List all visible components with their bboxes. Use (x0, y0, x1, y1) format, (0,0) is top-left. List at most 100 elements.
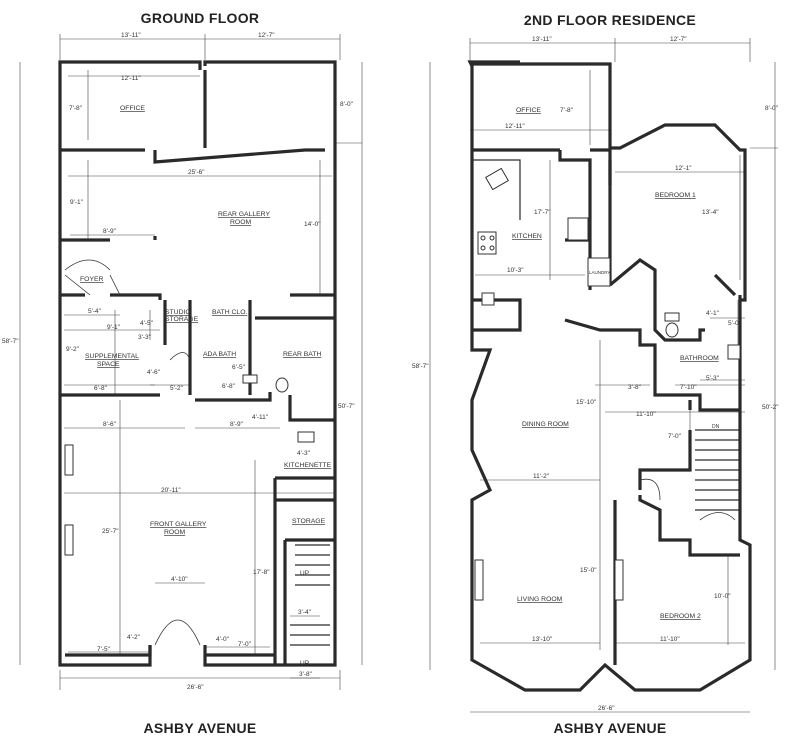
dim-label: 50'-2" (762, 404, 779, 411)
supplemental-label-1: SUPPLEMENTAL (85, 353, 139, 360)
dim-label: 11'-2" (533, 473, 550, 480)
stairs-up-label-1: UP (300, 570, 309, 577)
stove-icon (477, 231, 497, 255)
kitchenette-label: KITCHENETTE (284, 462, 332, 469)
ground-dimension-labels: 13'-11" 12'-7" 12'-11" 7'-8" 8'-0" 25'-6… (2, 32, 355, 691)
dim-label: 12'-11" (121, 75, 141, 82)
dining-room-label: DINING ROOM (522, 421, 569, 428)
foyer-label: FOYER (80, 276, 104, 283)
second-dimension-lines (429, 38, 778, 713)
dim-label: 4'-2" (127, 634, 141, 641)
dim-label: 17'-7" (534, 209, 551, 216)
dim-label: 7'-8" (69, 105, 83, 112)
dim-label: 13'-4" (702, 209, 719, 216)
second-doors-fixtures (472, 159, 741, 601)
kitchen-label: KITCHEN (512, 233, 542, 240)
toilet-bowl-icon (665, 322, 679, 338)
stairs-icon (695, 429, 740, 511)
dim-label: 13'-10" (532, 636, 553, 643)
dim-label: 4'-6" (147, 369, 161, 376)
dim-label: 50'-7" (338, 403, 355, 410)
dim-label: 10'-3" (507, 267, 524, 274)
bathroom-label: BATHROOM (680, 355, 719, 362)
dim-label: 9'-1" (107, 324, 121, 331)
dim-label: 12'-1" (675, 165, 692, 172)
stairs-up-label-2: UP (300, 660, 309, 667)
dim-label: 20'-11" (161, 487, 181, 494)
studio-storage-label-1: STUDIO (165, 309, 191, 316)
dim-label: 3'-4" (298, 609, 312, 616)
dim-label: 11'-10" (636, 411, 656, 418)
second-floor-title: 2ND FLOOR RESIDENCE (523, 12, 697, 28)
dim-label: 58'-7" (2, 338, 19, 345)
dim-label: 13'-11" (532, 36, 552, 43)
ground-street-label: ASHBY AVENUE (143, 720, 257, 736)
dim-label: 4'-10" (171, 576, 188, 583)
rear-gallery-label-2: ROOM (230, 219, 251, 226)
second-street-label: ASHBY AVENUE (553, 720, 667, 736)
bath-closet-label: BATH CLO. (212, 309, 247, 316)
dim-label: 8'-9" (103, 228, 117, 235)
dim-label: 5'-2" (170, 385, 184, 392)
living-room-label: LIVING ROOM (517, 596, 563, 603)
ground-doors-fixtures (64, 259, 330, 646)
ground-office-label: OFFICE (120, 105, 145, 112)
dim-label: 4'-0" (216, 636, 230, 643)
fridge-icon (481, 292, 495, 306)
toilet-icon (664, 312, 680, 322)
dim-label: 12'-7" (258, 32, 275, 39)
second-dimension-labels: 13'-11" 12'-7" 7'-8" 12'-11" 8'-0" 12'-1… (412, 36, 779, 712)
sink-icon (297, 431, 315, 443)
dim-label: 12'-7" (670, 36, 687, 43)
dim-label: 4'-11" (252, 414, 269, 421)
second-interior-walls (472, 148, 742, 665)
dim-label: 58'-7" (412, 363, 429, 370)
dim-label: 26'-6" (598, 705, 615, 712)
bath-sink-icon (727, 344, 741, 360)
dim-label: 17'-8" (253, 569, 270, 576)
dim-label: 6'-8" (94, 385, 108, 392)
ground-interior-walls (60, 70, 335, 665)
dim-label: 5'-3" (706, 375, 720, 382)
dim-label: 7'-8" (560, 107, 574, 114)
dim-label: 4'-3" (297, 450, 311, 457)
dim-label: 8'-6" (103, 421, 117, 428)
laundry-label: LAUNDRY (589, 270, 610, 275)
dim-label: 6'-8" (222, 383, 236, 390)
dim-label: 3'-3" (138, 334, 152, 341)
dim-label: 26'-6" (187, 684, 204, 691)
dim-label: 6'-5" (232, 364, 246, 371)
dim-label: 12'-11" (505, 123, 525, 130)
rear-gallery-label-1: REAR GALLERY (218, 211, 270, 218)
dim-label: 9'-1" (70, 199, 84, 206)
dim-label: 7'-0" (668, 433, 682, 440)
studio-storage-label-2: STORAGE (165, 316, 199, 323)
bedroom-2-label: BEDROOM 2 (660, 613, 701, 620)
dim-label: 5'-0" (728, 320, 742, 327)
dim-label: 25'-6" (188, 169, 205, 176)
dim-label: 8'-9" (230, 421, 244, 428)
dim-label: 11'-10" (660, 636, 680, 643)
dim-label: 8'-0" (765, 105, 779, 112)
second-exterior-walls (467, 60, 752, 692)
dim-label: 25'-7" (102, 528, 119, 535)
ground-dimension-lines (19, 34, 363, 690)
stairs-down-label: DN (712, 424, 720, 430)
dim-label: 7'-10" (680, 384, 697, 391)
dim-label: 3'-8" (628, 384, 642, 391)
toilet-bowl-icon (275, 377, 289, 393)
dim-label: 8'-0" (340, 101, 354, 108)
ada-bath-label: ADA BATH (203, 351, 236, 358)
dim-label: 7'-0" (238, 641, 252, 648)
dim-label: 7'-5" (97, 646, 111, 653)
dim-label: 9'-2" (66, 346, 80, 353)
ground-floor-title: GROUND FLOOR (140, 10, 260, 26)
toilet-icon (242, 374, 258, 384)
second-room-labels: OFFICE BEDROOM 1 KITCHEN LAUNDRY BATHROO… (512, 107, 720, 620)
laundry-icon (587, 257, 611, 287)
dim-label: 4'-1" (706, 310, 720, 317)
rear-bath-label: REAR BATH (283, 351, 321, 358)
dim-label: 5'-4" (88, 308, 102, 315)
second-office-label: OFFICE (516, 107, 541, 114)
